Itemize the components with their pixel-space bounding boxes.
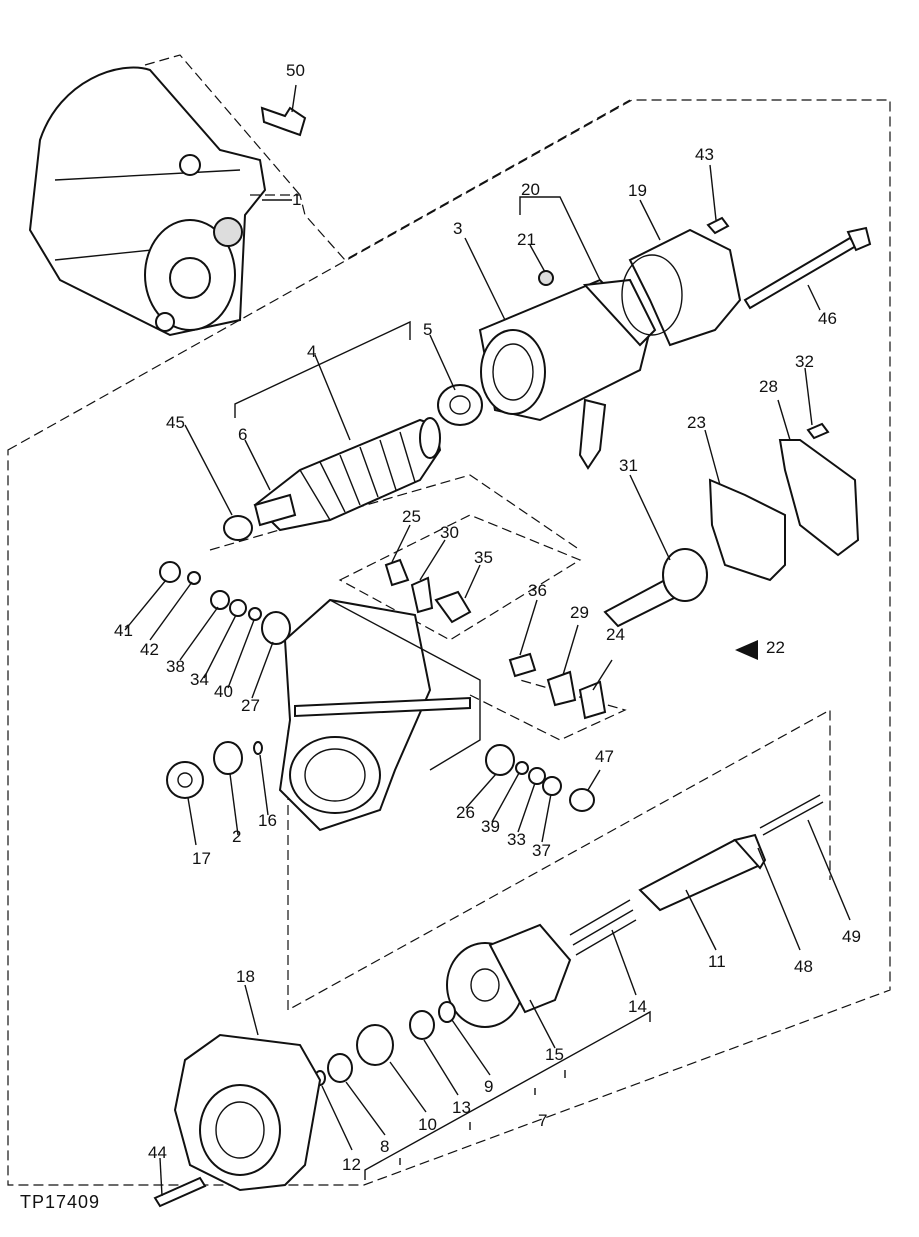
label-13: 13 — [452, 1098, 471, 1117]
label-48: 48 — [794, 957, 813, 976]
bolt-44 — [153, 1176, 207, 1208]
label-41: 41 — [114, 621, 133, 640]
solenoid-assembly — [478, 278, 657, 470]
label-45: 45 — [166, 413, 185, 432]
label-21: 21 — [517, 230, 536, 249]
label-43: 43 — [695, 145, 714, 164]
label-42: 42 — [140, 640, 159, 659]
screw-36 — [508, 652, 537, 678]
label-5: 5 — [423, 320, 432, 339]
leader-lines — [124, 84, 851, 1197]
label-36: 36 — [528, 581, 547, 600]
label-23: 23 — [687, 413, 706, 432]
label-38: 38 — [166, 657, 185, 676]
drive-assembly — [314, 794, 824, 1086]
label-30: 30 — [440, 523, 459, 542]
part-labels: 50 1 3 20 21 19 43 46 4 5 6 45 25 30 35 … — [114, 61, 861, 1174]
label-20: 20 — [521, 180, 540, 199]
label-22: 22 — [766, 638, 785, 657]
ring-parts-left — [159, 561, 291, 645]
bolt-43 — [706, 216, 730, 235]
gear-parts — [166, 741, 263, 799]
label-49: 49 — [842, 927, 861, 946]
label-26: 26 — [456, 803, 475, 822]
label-28: 28 — [759, 377, 778, 396]
solenoid-cover — [621, 228, 742, 347]
outer-frame — [7, 99, 891, 1186]
label-39: 39 — [481, 817, 500, 836]
label-15: 15 — [545, 1045, 564, 1064]
label-47: 47 — [595, 747, 614, 766]
drive-housing — [173, 1033, 322, 1192]
assembled-starter — [28, 54, 631, 337]
through-bolt-46 — [743, 226, 872, 310]
label-34: 34 — [190, 670, 209, 689]
label-8: 8 — [380, 1137, 389, 1156]
label-12: 12 — [342, 1155, 361, 1174]
armature-4 — [253, 417, 442, 532]
arrow-22 — [735, 640, 758, 660]
ring-parts-right — [485, 744, 595, 812]
screw-32 — [806, 422, 830, 440]
label-4: 4 — [307, 342, 316, 361]
label-33: 33 — [507, 830, 526, 849]
label-50: 50 — [286, 61, 305, 80]
brush-parts — [384, 558, 472, 624]
label-11: 11 — [708, 952, 726, 971]
label-19: 19 — [628, 181, 647, 200]
label-1: 1 — [292, 190, 301, 209]
label-10: 10 — [418, 1115, 437, 1134]
label-17: 17 — [192, 849, 211, 868]
label-16: 16 — [258, 811, 277, 830]
label-24: 24 — [606, 625, 625, 644]
label-18: 18 — [236, 967, 255, 986]
gasket-23 — [708, 478, 786, 582]
label-6: 6 — [238, 425, 247, 444]
label-9: 9 — [484, 1077, 493, 1096]
label-7: 7 — [538, 1111, 547, 1130]
label-2: 2 — [232, 827, 241, 846]
label-14: 14 — [628, 997, 647, 1016]
label-35: 35 — [474, 548, 493, 567]
plate-29 — [546, 670, 577, 707]
plate-24 — [578, 680, 607, 720]
figure-code: TP17409 — [20, 1192, 100, 1212]
plunger-31 — [603, 548, 708, 628]
label-46: 46 — [818, 309, 837, 328]
label-44: 44 — [148, 1143, 167, 1162]
cover-28 — [778, 439, 860, 557]
label-25: 25 — [402, 507, 421, 526]
label-29: 29 — [570, 603, 589, 622]
nut-21 — [538, 270, 554, 286]
label-3: 3 — [453, 219, 462, 238]
bolt-50 — [260, 106, 307, 137]
label-27: 27 — [241, 696, 260, 715]
label-31: 31 — [619, 456, 638, 475]
label-40: 40 — [214, 682, 233, 701]
bearing-5 — [437, 384, 483, 426]
label-32: 32 — [795, 352, 814, 371]
washer-45 — [223, 515, 253, 541]
drive-assembly-frame — [287, 708, 831, 1012]
end-frame — [278, 598, 481, 832]
label-37: 37 — [532, 841, 551, 860]
